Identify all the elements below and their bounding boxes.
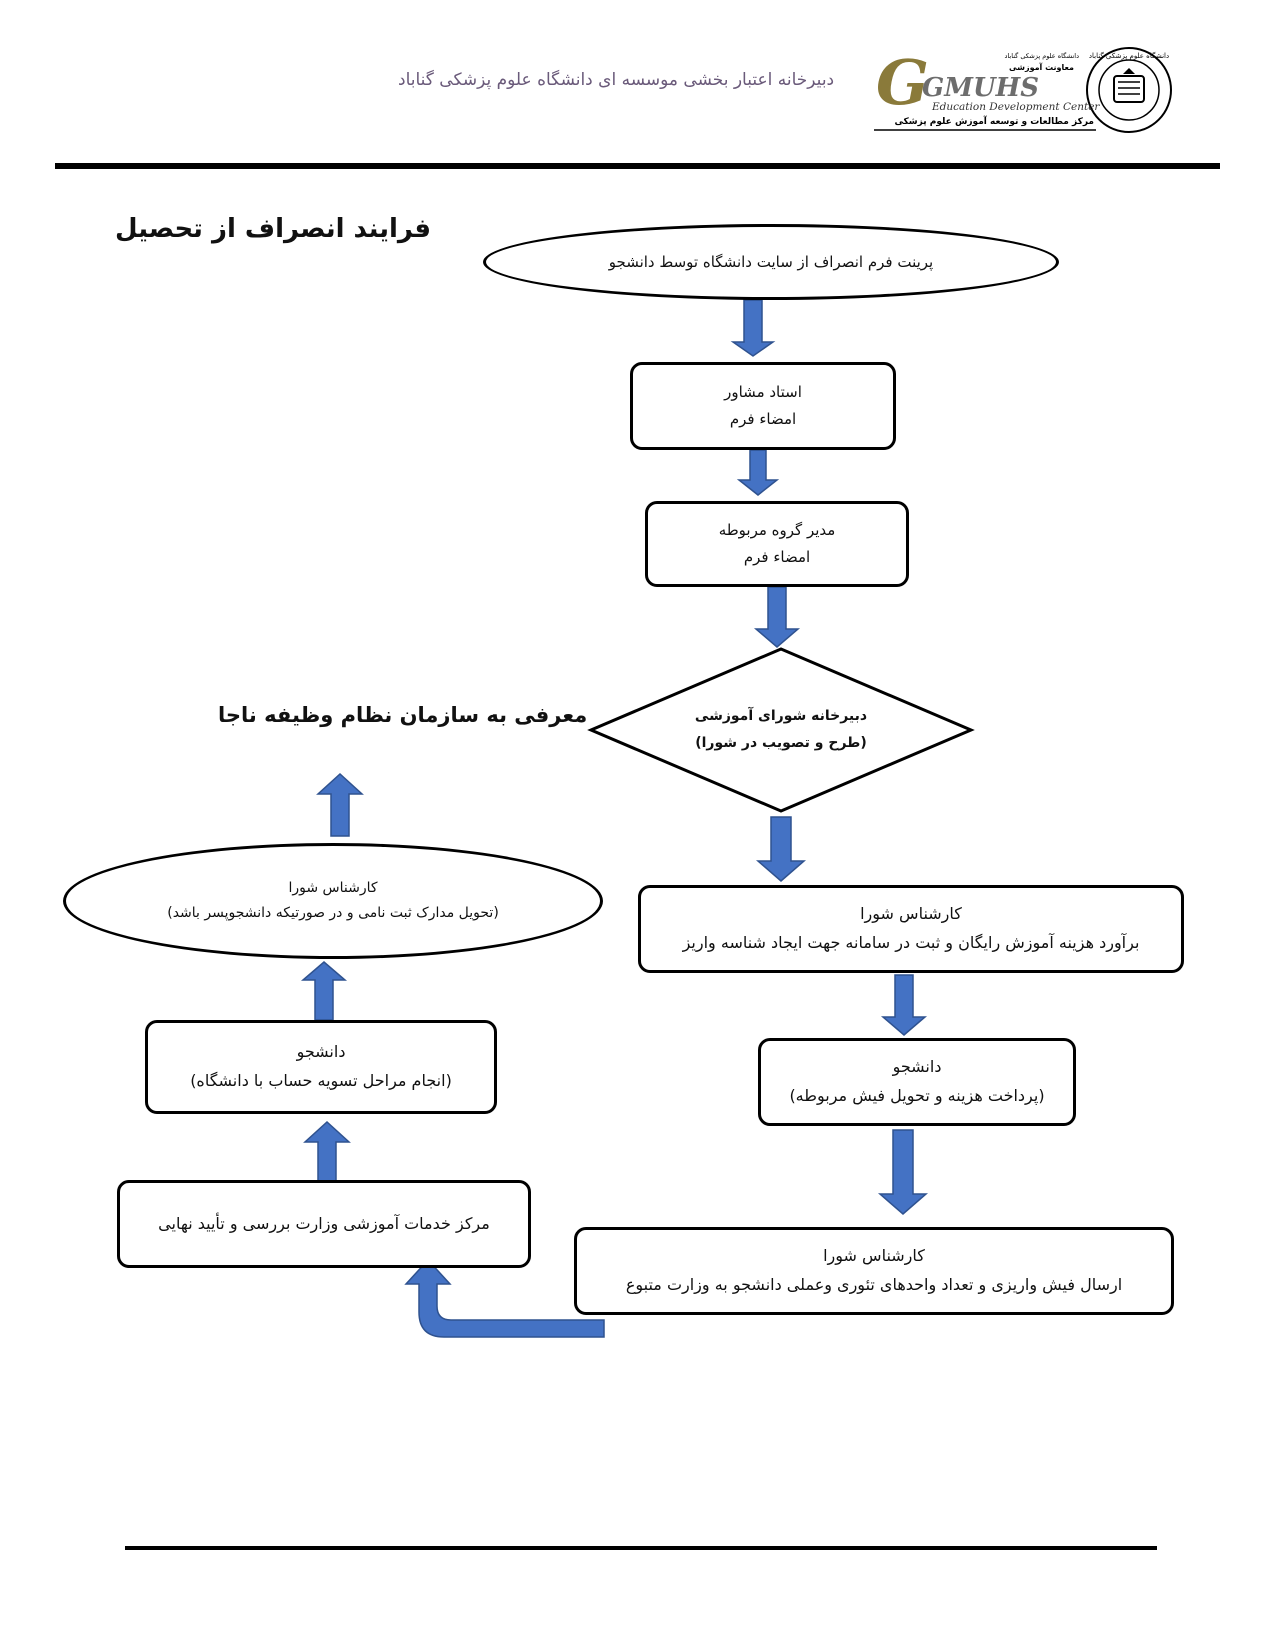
student-pay-action: (پرداخت هزینه و تحویل فیش مربوطه): [789, 1086, 1045, 1105]
arrow-ministry-to-settle: [303, 1120, 351, 1187]
student-pay-node: دانشجو (پرداخت هزینه و تحویل فیش مربوطه): [758, 1038, 1076, 1126]
expert-docs-node: کارشناس شورا (تحویل مدارک ثبت نامی و در …: [63, 843, 603, 959]
council-subtitle: (طرح و تصویب در شورا): [695, 735, 867, 751]
student-settle-node: دانشجو (انجام مراحل تسویه حساب با دانشگا…: [145, 1020, 497, 1114]
expert-estimate-action: برآورد هزینه آموزش رایگان و ثبت در سامان…: [682, 933, 1140, 952]
ministry-node: مرکز خدمات آموزشی وزارت بررسی و تأیید نه…: [117, 1180, 531, 1268]
header-subtitle: دبیرخانه اعتبار بخشی موسسه ای دانشگاه عل…: [398, 70, 835, 90]
university-logo: دانشگاه علوم پزشکی گناباد G GMUHS Educat…: [874, 46, 1174, 142]
expert-docs-action: (تحویل مدارک ثبت نامی و در صورتیکه دانشج…: [167, 905, 499, 921]
svg-text:Education Development Center: Education Development Center: [931, 101, 1100, 113]
advisor-role: استاد مشاور: [724, 383, 802, 401]
expert-estimate-node: کارشناس شورا برآورد هزینه آموزش رایگان و…: [638, 885, 1184, 973]
arrow-settle-to-docs: [300, 961, 348, 1021]
advisor-node: استاد مشاور امضاء فرم: [630, 362, 896, 450]
student-settle-role: دانشجو: [296, 1042, 346, 1062]
svg-text:GMUHS: GMUHS: [922, 73, 1039, 103]
svg-text:مرکز مطالعات و توسعه آموزش علو: مرکز مطالعات و توسعه آموزش علوم پزشکی: [894, 115, 1094, 127]
svg-text:دانشگاه علوم پزشکی گناباد: دانشگاه علوم پزشکی گناباد: [1089, 51, 1169, 60]
arrow-start-to-advisor: [730, 299, 776, 357]
arrow-docs-to-naja: [316, 772, 364, 837]
council-decision-node: دبیرخانه شورای آموزشی (طرح و تصویب در شو…: [591, 649, 971, 811]
expert-send-role: کارشناس شورا: [823, 1246, 925, 1266]
svg-text:G: G: [876, 46, 929, 119]
group-manager-action: امضاء فرم: [743, 548, 811, 566]
arrow-expert-to-student: [880, 974, 928, 1036]
arrow-group-to-council: [753, 586, 801, 648]
group-manager-role: مدیر گروه مربوطه: [718, 521, 836, 539]
expert-send-action: ارسال فیش واریزی و تعداد واحدهای تئوری و…: [625, 1275, 1123, 1294]
page-title: فرایند انصراف از تحصیل: [115, 214, 432, 244]
gmuhs-logo-icon: G GMUHS Education Development Center دان…: [874, 46, 1100, 131]
arrow-student-to-send: [877, 1129, 929, 1215]
decision-diamond-shape: [587, 647, 975, 813]
group-manager-node: مدیر گروه مربوطه امضاء فرم: [645, 501, 909, 587]
ministry-text: مرکز خدمات آموزشی وزارت بررسی و تأیید نه…: [158, 1213, 490, 1233]
university-seal-icon: دانشگاه علوم پزشکی گناباد: [1086, 47, 1172, 133]
header-rule: [55, 163, 1220, 169]
end-label-naja: معرفی به سازمان نظام وظیفه ناجا: [218, 703, 588, 727]
expert-send-node: کارشناس شورا ارسال فیش واریزی و تعداد وا…: [574, 1227, 1174, 1315]
svg-text:دانشگاه علوم پزشکی گناباد: دانشگاه علوم پزشکی گناباد: [1005, 52, 1080, 60]
student-settle-action: (انجام مراحل تسویه حساب با دانشگاه): [190, 1071, 452, 1090]
expert-docs-role: کارشناس شورا: [288, 879, 378, 896]
arrow-advisor-to-group: [736, 449, 780, 496]
expert-estimate-role: کارشناس شورا: [860, 904, 962, 924]
arrow-council-to-expert: [755, 816, 807, 882]
footer-rule: [125, 1546, 1157, 1550]
start-node: پرینت فرم انصراف از سایت دانشگاه توسط دا…: [483, 224, 1059, 300]
advisor-action: امضاء فرم: [729, 410, 797, 428]
svg-text:معاونت آموزشی: معاونت آموزشی: [1009, 62, 1074, 72]
start-node-text: پرینت فرم انصراف از سایت دانشگاه توسط دا…: [608, 252, 934, 271]
council-title: دبیرخانه شورای آموزشی: [694, 708, 868, 725]
student-pay-role: دانشجو: [892, 1057, 942, 1077]
